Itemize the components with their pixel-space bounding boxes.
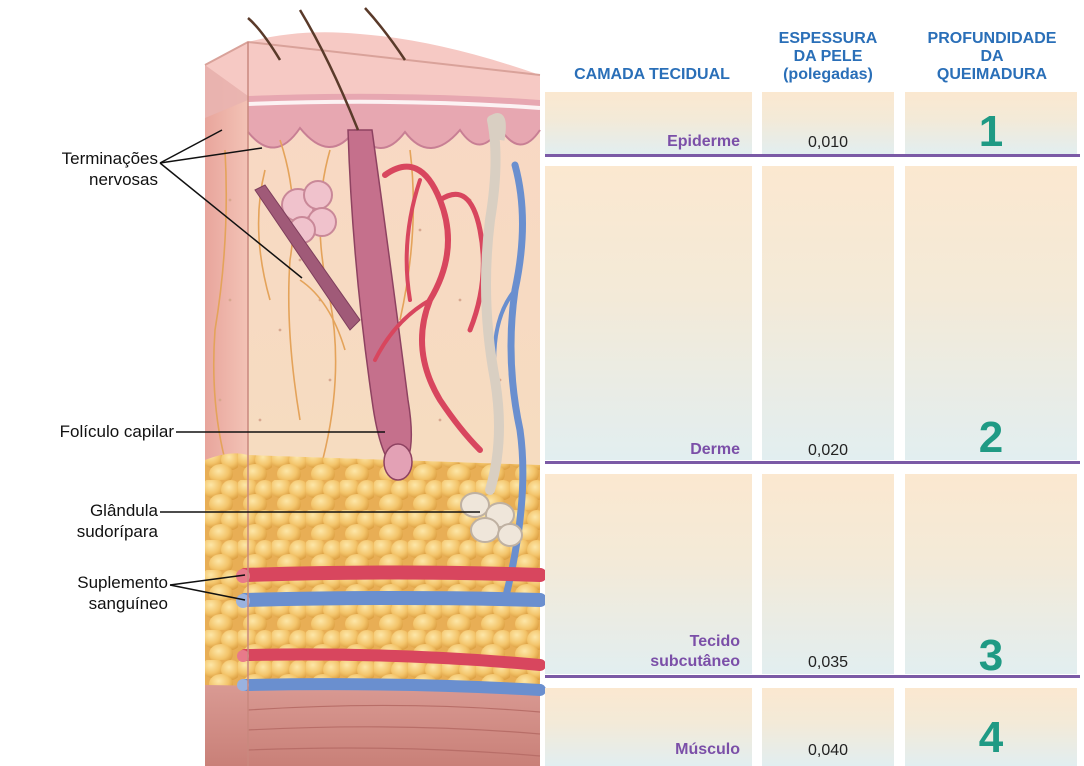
muscle-layer [205,685,540,766]
layer-name-muscle: Músculo [560,740,740,760]
layer-name-dermis: Derme [560,440,740,460]
header-layer: CAMADA TECIDUAL [538,66,766,84]
nerve-endings-label: Terminações nervosas [10,148,158,190]
header-thickness: ESPESSURA DA PELE (polegadas) [758,30,898,84]
hair-bulb [384,444,412,480]
cell-layer-dermis [545,166,752,460]
blood-supply-label: Suplemento sanguíneo [10,572,168,614]
burn-depth-3: 3 [905,634,1077,678]
thickness-epidermis: 0,010 [762,134,894,152]
layer-name-subcutaneous: Tecido subcutâneo [560,632,740,672]
burn-depth-2: 2 [905,416,1077,460]
thickness-muscle: 0,040 [762,742,894,760]
header-burn-depth: PROFUNDIDADE DA QUEIMADURA [900,30,1084,84]
thickness-subcutaneous: 0,035 [762,654,894,672]
sweat-gland-label: Glândula sudorípara [10,500,158,542]
burn-depth-1: 1 [905,110,1077,154]
cell-thickness-dermis [762,166,894,460]
burn-depth-4: 4 [905,716,1077,760]
cell-thickness-subcutaneous [762,474,894,674]
thickness-dermis: 0,020 [762,442,894,460]
layer-name-epidermis: Epiderme [560,132,740,152]
hair-follicle-label: Folículo capilar [4,421,174,442]
